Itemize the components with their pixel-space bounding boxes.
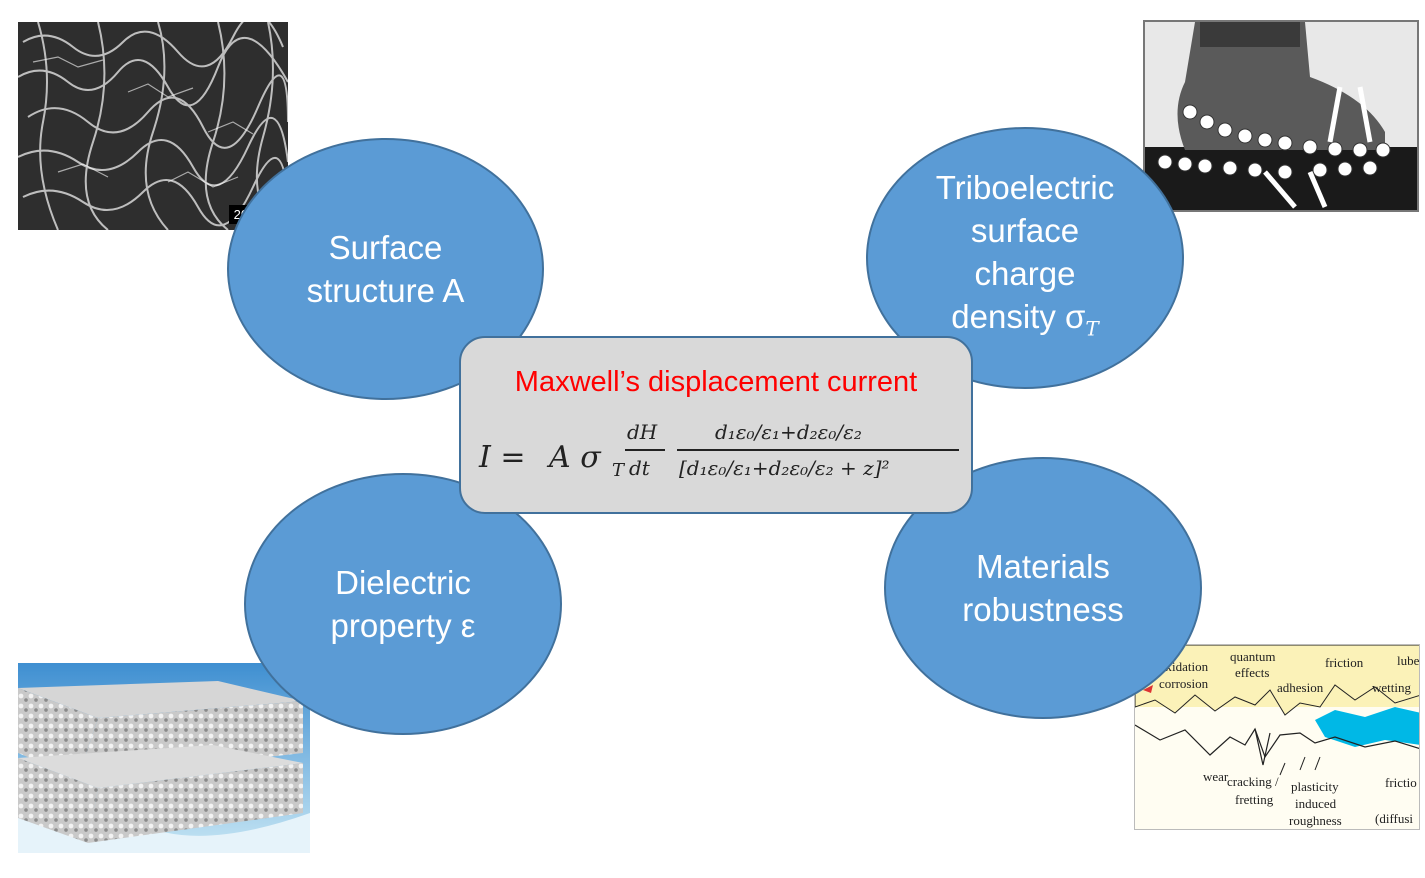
label-fretting: fretting	[1235, 792, 1274, 807]
eq-deriv-line	[625, 449, 665, 451]
label-quantum: quantum	[1230, 649, 1276, 664]
node-tribo-line1: Triboelectric	[935, 168, 1115, 206]
label-plasticity: plasticity	[1291, 779, 1339, 794]
eq-deriv-num: dH	[627, 420, 658, 444]
tribology-schematic-image: oxidation corrosion quantum effects fric…	[1134, 644, 1420, 830]
node-dielectric-property: Dielectric property ε	[244, 473, 562, 735]
node-robust-line1: Materials	[976, 548, 1110, 585]
label-roughness: roughness	[1289, 813, 1342, 828]
eq-frac-den: [d₁ε₀/ε₁+d₂ε₀/ε₂ + z]²	[679, 456, 890, 480]
center-title: Maxwell’s displacement current	[514, 366, 918, 398]
shoe-charge-image	[1143, 20, 1419, 212]
node-tribo-line4: density σ	[951, 297, 1086, 335]
eq-deriv-den: dt	[629, 456, 650, 480]
node-surface-line2: structure A	[306, 272, 465, 309]
label-diffusion: (diffusi	[1375, 811, 1414, 826]
label-effects: effects	[1235, 665, 1270, 680]
node-dielectric-line2: property ε	[330, 607, 476, 644]
node-tribo-line4-wrap: density σT	[936, 295, 1115, 351]
eq-frac-line	[677, 449, 959, 451]
label-friction: friction	[1325, 655, 1364, 670]
label-cracking: cracking /	[1227, 774, 1279, 789]
displacement-current-equation: I = A σ T dH dt d₁ε₀/ε₁+d₂ε₀/ε₂ [d₁ε₀/ε₁…	[479, 418, 959, 498]
node-robust-line2: robustness	[962, 591, 1124, 628]
node-tribo-line4-sub: T	[1085, 316, 1099, 341]
label-adhesion: adhesion	[1277, 680, 1324, 695]
label-lube: lube	[1397, 653, 1420, 668]
eq-frac-num: d₁ε₀/ε₁+d₂ε₀/ε₂	[715, 420, 862, 444]
sem-surface-image: 200 nm	[18, 22, 288, 230]
label-induced: induced	[1295, 796, 1337, 811]
label-wetting: wetting	[1372, 680, 1411, 695]
eq-factor-sub: T	[612, 460, 625, 481]
eq-factor: A σ	[549, 440, 601, 475]
label-wear: wear	[1203, 769, 1229, 784]
node-dielectric-line1: Dielectric	[335, 564, 471, 601]
center-equation-box: Maxwell’s displacement current I = A σ T…	[459, 336, 973, 514]
label-friction-2: frictio	[1385, 775, 1417, 790]
eq-lhs: I =	[479, 440, 526, 475]
node-tribo-line3: charge	[974, 254, 1076, 292]
node-surface-line1: Surface	[328, 229, 443, 266]
node-tribo-line2: surface	[970, 211, 1080, 249]
foam-panel-image	[18, 663, 310, 853]
label-corrosion: corrosion	[1159, 676, 1209, 691]
